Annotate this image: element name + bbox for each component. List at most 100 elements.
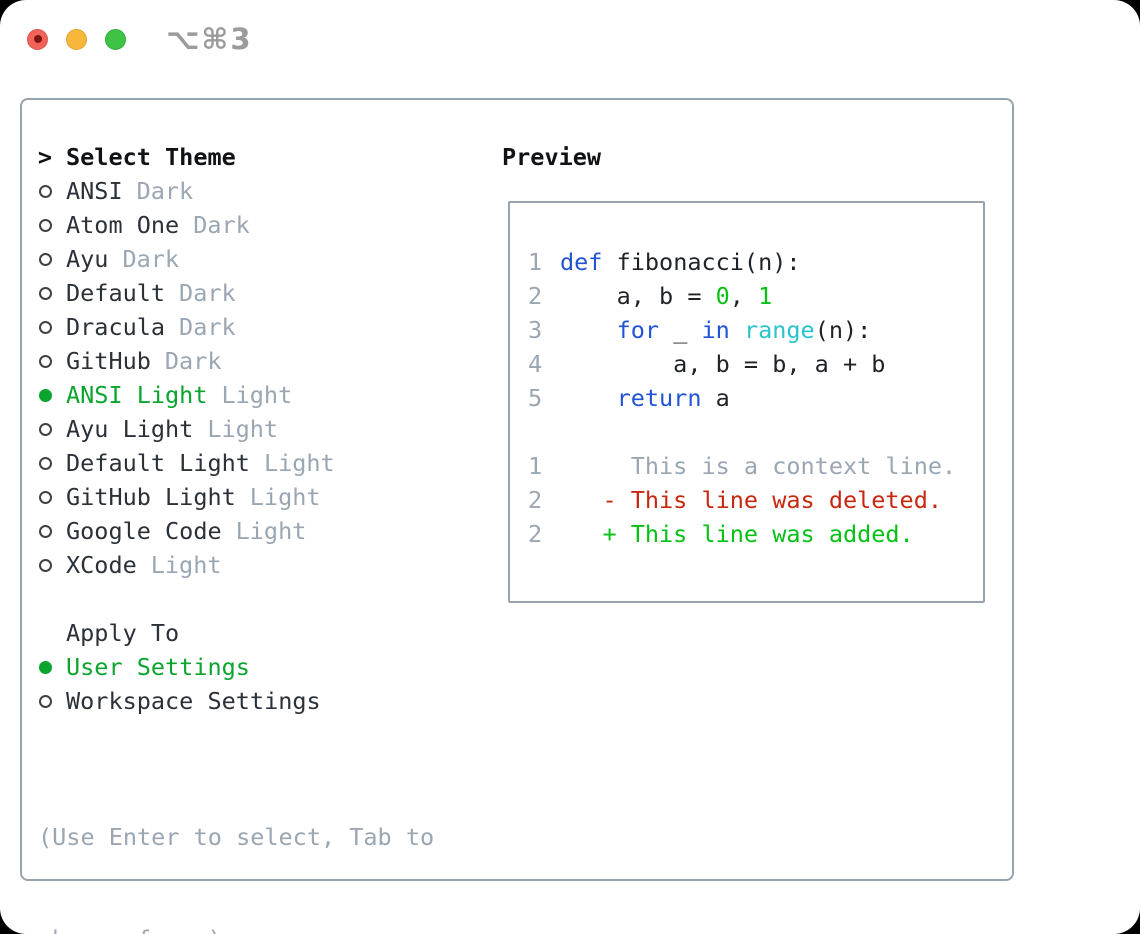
apply-option-user-settings[interactable]: User Settings xyxy=(38,650,434,684)
apply-option-workspace-settings[interactable]: Workspace Settings xyxy=(38,684,434,718)
preview-heading-row: Preview xyxy=(502,140,601,174)
variant-badge: Dark xyxy=(122,245,180,273)
hint-line-2: change focus) xyxy=(38,922,434,934)
variant-badge: Dark xyxy=(179,313,236,341)
spacer xyxy=(528,415,983,449)
line-number: 2 xyxy=(528,282,543,310)
theme-option-label: Ayu Light xyxy=(66,415,194,443)
theme-option-label: Default xyxy=(66,279,166,307)
theme-option-label: Ayu xyxy=(66,245,109,273)
theme-option-label: XCode xyxy=(66,551,137,579)
theme-option-label: Dracula xyxy=(66,313,166,341)
select-theme-heading-row: > Select Theme xyxy=(38,140,434,174)
radio-icon xyxy=(38,694,52,708)
close-dot-icon xyxy=(33,35,42,43)
code-line-text: a, b = 0, 1 xyxy=(560,282,773,310)
diff-line-text: - This line was deleted. xyxy=(560,486,943,514)
diff-line-text: This is a context line. xyxy=(560,452,957,480)
theme-option-atom-one[interactable]: Atom One Dark xyxy=(38,208,434,242)
theme-option-label: GitHub xyxy=(66,347,151,375)
code-line-text: for _ in range(n): xyxy=(616,316,872,344)
diff-line: 2 - This line was deleted. xyxy=(528,483,983,517)
diff-line: 1 This is a context line. xyxy=(528,449,983,483)
window-title: ⌥⌘3 xyxy=(166,22,253,56)
apply-to-heading-row: Apply To xyxy=(38,616,434,650)
spacer xyxy=(38,582,434,616)
theme-option-label: ANSI Light xyxy=(66,381,208,409)
theme-option-github-light[interactable]: GitHub Light Light xyxy=(38,480,434,514)
theme-option-label: Default Light xyxy=(66,449,250,477)
zoom-button[interactable] xyxy=(105,28,126,50)
code-line-text: a, b = b, a + b xyxy=(560,350,886,378)
cursor-icon: > xyxy=(37,143,53,171)
radio-icon xyxy=(38,252,52,266)
theme-option-label: Atom One xyxy=(66,211,180,239)
variant-badge: Light xyxy=(207,415,279,443)
radio-icon xyxy=(38,320,52,334)
code-line: 5 return a xyxy=(528,381,983,415)
theme-option-dracula[interactable]: Dracula Dark xyxy=(38,310,434,344)
radio-icon xyxy=(38,524,52,538)
code-line: 2 a, b = 0, 1 xyxy=(528,279,983,313)
theme-option-ayu-light[interactable]: Ayu Light Light xyxy=(38,412,434,446)
theme-option-label: GitHub Light xyxy=(66,483,236,511)
line-number: 3 xyxy=(528,316,543,344)
theme-option-github[interactable]: GitHub Dark xyxy=(38,344,434,378)
radio-icon xyxy=(38,218,52,232)
line-number: 2 xyxy=(528,520,543,548)
diff-line-text: + This line was added. xyxy=(560,520,914,548)
variant-badge: Light xyxy=(221,381,293,409)
diff-line: 2 + This line was added. xyxy=(528,517,983,551)
titlebar: ⌥⌘3 xyxy=(0,0,1140,78)
line-number: 1 xyxy=(528,248,543,276)
variant-badge: Dark xyxy=(136,177,194,205)
apply-option-label: Workspace Settings xyxy=(66,687,321,715)
variant-badge: Dark xyxy=(193,211,250,239)
code-line-text: return a xyxy=(616,384,730,412)
hint-line-1: (Use Enter to select, Tab to xyxy=(38,823,435,851)
radio-icon xyxy=(38,558,52,572)
preview-heading: Preview xyxy=(502,143,602,171)
close-button[interactable] xyxy=(27,28,48,50)
radio-icon xyxy=(38,456,52,470)
theme-option-ansi[interactable]: ANSI Dark xyxy=(38,174,434,208)
theme-option-ayu[interactable]: Ayu Dark xyxy=(38,242,434,276)
diff-preview: 1 This is a context line.2 - This line w… xyxy=(528,449,983,551)
minimize-button[interactable] xyxy=(66,28,87,50)
variant-badge: Light xyxy=(263,449,335,477)
theme-option-default-light[interactable]: Default Light Light xyxy=(38,446,434,480)
radio-selected-icon xyxy=(38,388,52,402)
theme-option-label: ANSI xyxy=(66,177,123,205)
variant-badge: Dark xyxy=(164,347,222,375)
line-number: 5 xyxy=(528,384,543,412)
variant-badge: Light xyxy=(235,517,307,545)
theme-option-ansi-light[interactable]: ANSI Light Light xyxy=(38,378,434,412)
variant-badge: Light xyxy=(249,483,321,511)
code-line: 3 for _ in range(n): xyxy=(528,313,983,347)
code-line: 1 def fibonacci(n): xyxy=(528,245,983,279)
radio-icon xyxy=(38,422,52,436)
traffic-lights xyxy=(27,28,126,50)
apply-to-heading: Apply To xyxy=(66,619,180,647)
code-line-text: def fibonacci(n): xyxy=(560,248,801,276)
hint-text: (Use Enter to select, Tab to change focu… xyxy=(38,752,434,934)
radio-icon xyxy=(38,490,52,504)
code-line: 4 a, b = b, a + b xyxy=(528,347,983,381)
line-number: 2 xyxy=(528,486,543,514)
radio-selected-icon xyxy=(38,660,52,674)
select-theme-heading: Select Theme xyxy=(66,143,236,171)
radio-icon xyxy=(38,354,52,368)
variant-badge: Light xyxy=(150,551,222,579)
radio-icon xyxy=(38,184,52,198)
line-number: 1 xyxy=(528,452,543,480)
theme-option-xcode[interactable]: XCode Light xyxy=(38,548,434,582)
